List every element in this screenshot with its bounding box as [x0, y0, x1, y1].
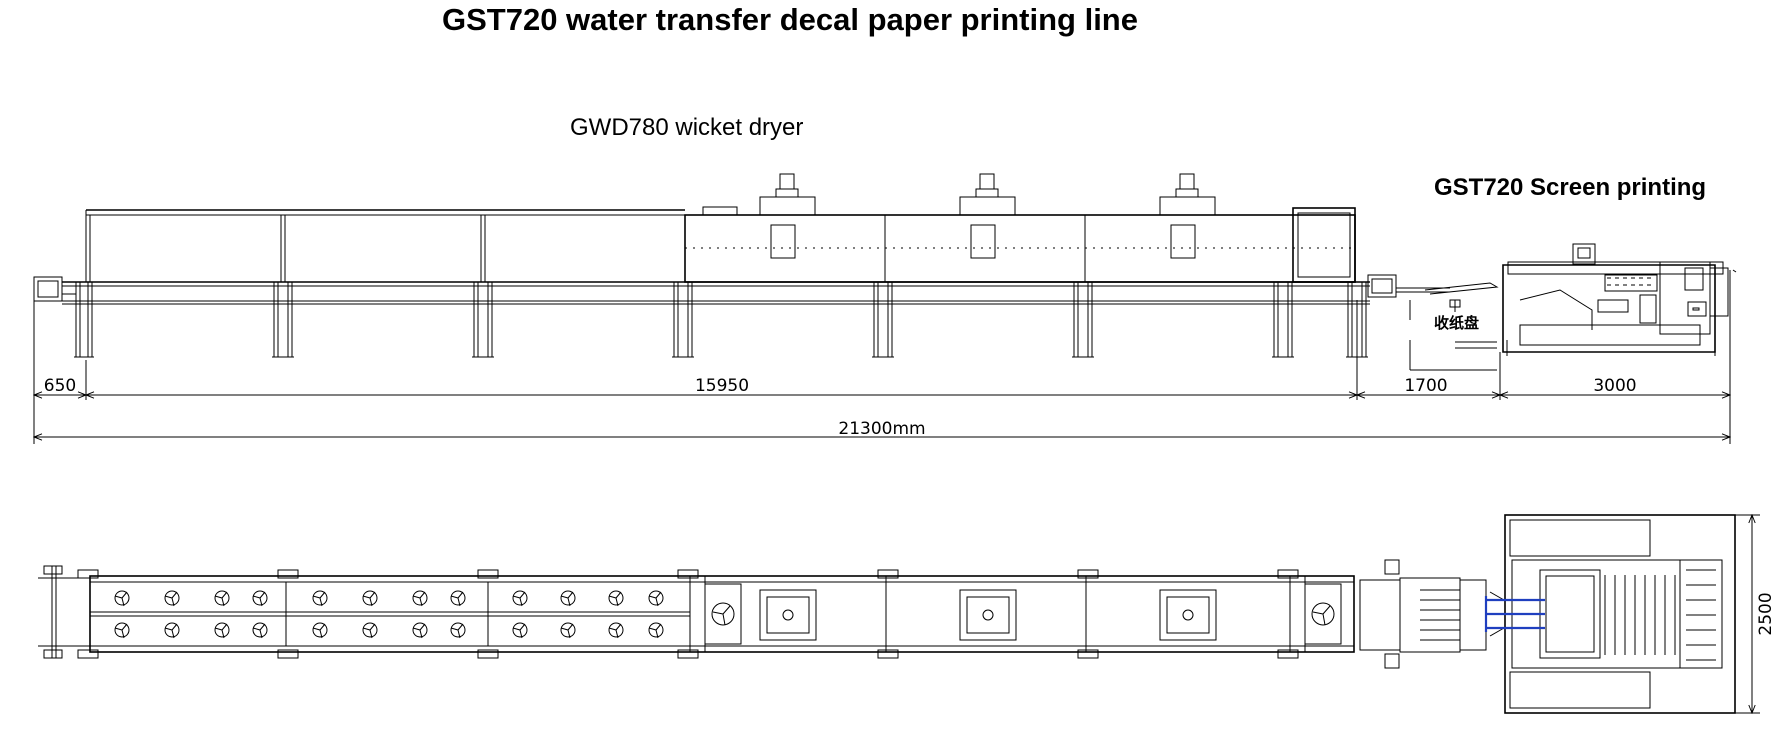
fan-icon [412, 590, 428, 607]
dim-3000: 3000 [1593, 376, 1636, 396]
fan-icon [412, 622, 428, 639]
fan-icon [252, 622, 268, 639]
fan-icon [560, 590, 576, 607]
plan-screen-printer: 2500 [1484, 515, 1776, 713]
side-dryer-housing [684, 173, 1356, 283]
fan-icon [362, 622, 378, 639]
fan-icon [252, 590, 268, 607]
plan-conveyor [89, 575, 1355, 653]
fan-icon [648, 590, 664, 607]
plan-view: 2500 [38, 515, 1776, 713]
side-elevation: 收纸盘 [33, 173, 1737, 444]
plan-cooling-fans [114, 590, 664, 639]
page-title: GST720 water transfer decal paper printi… [442, 2, 1138, 37]
fan-icon [164, 590, 180, 607]
fan-icon [648, 622, 664, 639]
side-delivery: 收纸盘 [1367, 274, 1499, 371]
dim-1700: 1700 [1404, 376, 1447, 396]
fan-icon [450, 622, 466, 639]
dim-total: 21300mm [838, 419, 925, 439]
fan-icon [512, 622, 528, 639]
fan-icon [512, 590, 528, 607]
dim-15950: 15950 [695, 376, 749, 396]
plan-left-stand [38, 565, 92, 659]
fan-icon [214, 622, 230, 639]
side-legs [74, 282, 1368, 358]
dim-650: 650 [44, 376, 76, 396]
printer-label: GST720 Screen printing [1434, 174, 1707, 201]
plan-leg-pads [77, 569, 1299, 659]
fan-icon [711, 602, 735, 626]
fan-icon [450, 590, 466, 607]
fan-icon [312, 590, 328, 607]
plan-delivery [1359, 559, 1505, 669]
fan-icon [608, 590, 624, 607]
fan-icon [362, 590, 378, 607]
fan-icon [114, 590, 130, 607]
fan-icon [608, 622, 624, 639]
tray-label-cn: 收纸盘 [1434, 314, 1479, 332]
side-conveyor-frame [85, 206, 738, 282]
fan-icon [560, 622, 576, 639]
dim-width: 2500 [1756, 592, 1776, 635]
fan-icon [214, 590, 230, 607]
fan-icon [164, 622, 180, 639]
fan-icon [312, 622, 328, 639]
fan-icon [114, 622, 130, 639]
side-screen-printer [1502, 243, 1737, 356]
fan-icon [1311, 602, 1335, 626]
plan-dryer-heaters [704, 583, 1342, 645]
side-dimensions: 650 15950 1700 3000 21300mm [34, 270, 1730, 444]
side-conveyor-rails [62, 281, 1370, 305]
dryer-label: GWD780 wicket dryer [570, 114, 804, 141]
side-left-feeder [33, 276, 77, 392]
